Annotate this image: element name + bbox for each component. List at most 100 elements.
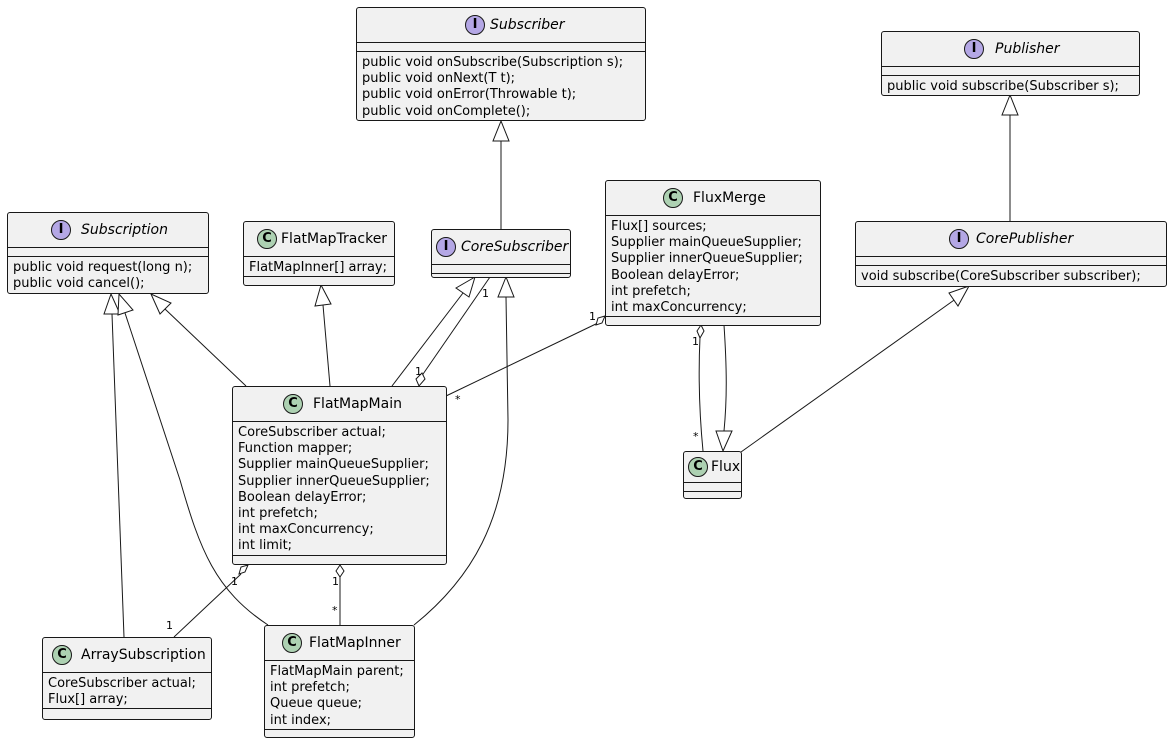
arrowhead-coresubscriber-2: [497, 275, 515, 298]
field: FlatMapInner[] array;: [249, 260, 387, 275]
mult-flatmapmain-2: 1: [231, 575, 238, 588]
interface-icon: I: [465, 15, 485, 35]
interface-icon: I: [949, 229, 969, 249]
mult-flux-star: *: [693, 430, 699, 443]
diamond-fluxmerge-1: [595, 315, 606, 326]
class-name: CorePublisher: [976, 231, 1074, 247]
edge-flatmapmain-coresubscriber: [391, 292, 464, 387]
class-name: CoreSubscriber: [461, 239, 569, 255]
diamond-flatmapmain-3: [335, 564, 345, 578]
class-subscription: I Subscription public void request(long n…: [7, 212, 209, 294]
field: Boolean delayError;: [238, 489, 367, 505]
field: int maxConcurrency;: [611, 300, 747, 316]
method-list: public void request(long n); public void…: [8, 257, 208, 292]
edge-flatmapmain-tracker: [322, 304, 331, 387]
field-list: Flux[] sources; Supplier mainQueueSuppli…: [606, 216, 820, 318]
field: Supplier innerQueueSupplier;: [238, 473, 430, 489]
method-list: void subscribe(CoreSubscriber subscriber…: [856, 266, 1166, 285]
class-coresubscriber: I CoreSubscriber: [431, 229, 571, 278]
interface-icon: I: [964, 39, 984, 59]
mult-arraysubscription-1: 1: [166, 619, 173, 632]
class-arraysubscription: C ArraySubscription CoreSubscriber actual…: [42, 637, 212, 720]
arrowhead-flux: [715, 430, 733, 453]
field: Supplier innerQueueSupplier;: [611, 251, 803, 267]
mult-flatmapmain-3: 1: [332, 575, 339, 588]
method: public void onSubscribe(Subscription s);: [362, 55, 624, 70]
field: int maxConcurrency;: [238, 522, 374, 538]
arrowhead-coresubscriber-1: [455, 275, 476, 298]
field-list: CoreSubscriber actual; Function mapper; …: [233, 422, 446, 556]
class-publisher: I Publisher public void subscribe(Subscri…: [881, 31, 1140, 96]
field-list: FlatMapMain parent; int prefetch; Queue …: [265, 661, 414, 730]
field: Queue queue;: [270, 696, 362, 712]
method: void subscribe(CoreSubscriber subscriber…: [861, 269, 1141, 284]
mult-flatmapmain-1: 1: [415, 365, 422, 378]
method: public void subscribe(Subscriber s);: [887, 79, 1119, 94]
mult-coresubscriber-1: 1: [482, 287, 489, 300]
interface-icon: I: [51, 220, 71, 240]
method: public void onError(Throwable t);: [362, 87, 577, 103]
interface-icon: I: [436, 237, 456, 257]
field: Supplier mainQueueSupplier;: [611, 235, 802, 251]
field: int limit;: [238, 538, 293, 554]
field: int prefetch;: [238, 506, 318, 522]
class-icon: C: [52, 645, 72, 665]
edge-agg-fluxmerge-flatmapmain: [445, 321, 601, 397]
method: public void cancel();: [13, 276, 145, 292]
edge-agg-fluxmerge-flux: [698, 336, 704, 452]
class-name: FlatMapTracker: [281, 231, 388, 247]
class-name: ArraySubscription: [81, 647, 206, 663]
arrowhead-subscription-2: [103, 292, 121, 315]
field: Flux[] array;: [48, 692, 128, 708]
field-list: CoreSubscriber actual; Flux[] array;: [43, 673, 211, 710]
field-list: FlatMapInner[] array;: [244, 257, 394, 278]
method-list: public void subscribe(Subscriber s);: [882, 76, 1139, 95]
arrowhead-publisher: [1001, 93, 1019, 116]
field: CoreSubscriber actual;: [238, 425, 386, 440]
diamond-flatmapmain-1: [415, 372, 426, 387]
class-name: FlatMapMain: [313, 396, 402, 412]
field: Supplier mainQueueSupplier;: [238, 457, 429, 473]
field: int prefetch;: [611, 283, 691, 299]
field: Function mapper;: [238, 441, 353, 457]
field: int index;: [270, 712, 332, 728]
method: public void request(long n);: [13, 260, 193, 275]
field: FlatMapMain parent;: [270, 664, 404, 679]
class-name: Publisher: [995, 41, 1060, 57]
class-name: FluxMerge: [693, 190, 766, 206]
field: CoreSubscriber actual;: [48, 676, 196, 691]
mult-flatmapmain-star: *: [455, 393, 461, 406]
edge-agg-flatmapmain-arraysubscription: [173, 573, 242, 638]
arrowhead-subscription-3: [117, 292, 134, 316]
arrowhead-subscription-1: [150, 293, 172, 315]
class-icon: C: [283, 394, 303, 414]
class-subscriber: I Subscriber public void onSubscribe(Subs…: [356, 7, 646, 121]
mult-fluxmerge-1: 1: [589, 310, 596, 323]
arrowhead-corepublisher: [948, 285, 971, 307]
class-icon: C: [257, 229, 277, 249]
class-name: Subscription: [81, 222, 168, 238]
class-name: Flux: [711, 459, 741, 475]
diamond-flatmapmain-2: [238, 564, 249, 575]
edge-fluxmerge-flux: [723, 324, 727, 432]
class-name: Subscriber: [490, 17, 565, 33]
edge-agg-flatmapmain-coresubscriber: [420, 276, 491, 378]
edge-flatmapinner-coresubscriber: [413, 296, 509, 626]
edge-flatmapmain-subscription: [164, 308, 247, 387]
class-icon: C: [663, 188, 683, 208]
field: int prefetch;: [270, 680, 350, 696]
method-list: public void onSubscribe(Subscription s);…: [357, 52, 645, 120]
edge-flatmapinner-subscription: [124, 312, 269, 626]
method: public void onNext(T t);: [362, 71, 516, 87]
class-icon: C: [688, 457, 708, 477]
mult-flatmapinner-star: *: [332, 604, 338, 617]
class-icon: C: [282, 633, 302, 653]
diamond-fluxmerge-2: [696, 324, 705, 340]
class-flatmapmain: C FlatMapMain CoreSubscriber actual; Func…: [232, 386, 447, 565]
edge-arraysubscription-subscription: [111, 313, 125, 638]
